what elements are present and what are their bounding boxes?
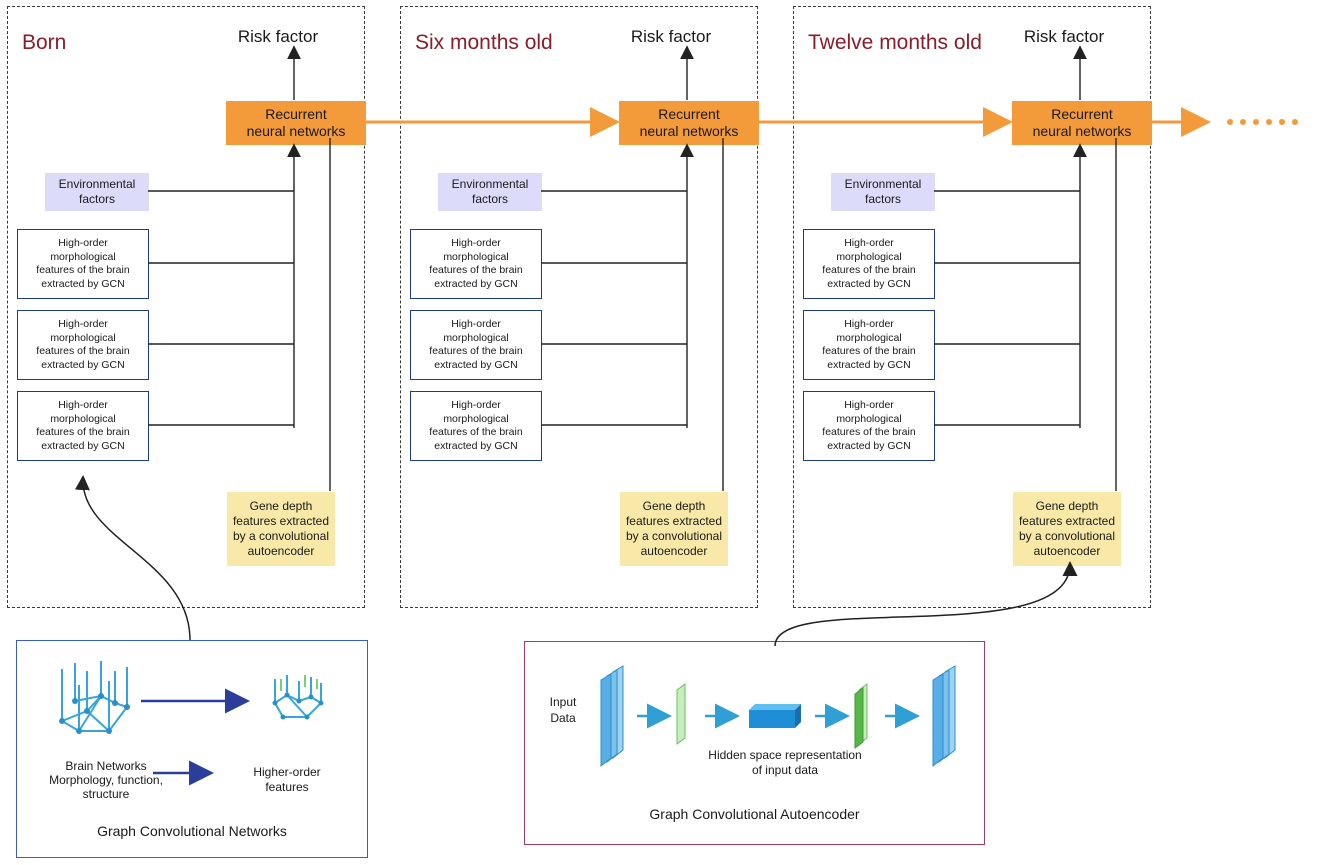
panel-wires <box>148 45 1117 491</box>
hidden-representation-block <box>749 704 801 728</box>
rnn-box: Recurrent neural networks <box>619 101 759 145</box>
gene-features-box: Gene depth features extracted by a convo… <box>620 492 728 566</box>
feature-box-1: High-order morphological features of the… <box>410 229 542 299</box>
input-layer-stack <box>600 665 624 768</box>
risk-factor-label: Risk factor <box>1023 27 1105 46</box>
gca-to-gene-curve <box>774 561 1078 647</box>
brain-networks-label: Brain Networks Morphology, function, str… <box>49 759 163 801</box>
decoder-layer <box>854 683 868 749</box>
feature-box-3: High-order morphological features of the… <box>17 391 149 461</box>
gcn-graphics <box>59 661 324 786</box>
output-layer-stack <box>932 665 956 768</box>
feature-box-1: High-order morphological features of the… <box>803 229 935 299</box>
encoder-layer <box>676 683 686 745</box>
environmental-factors-box: Environmental factors <box>438 173 542 211</box>
gcn-box: Brain Networks Morphology, function, str… <box>16 640 368 858</box>
gene-features-box: Gene depth features extracted by a convo… <box>227 492 335 566</box>
environmental-factors-box: Environmental factors <box>45 173 149 211</box>
gca-title: Graph Convolutional Autoencoder <box>649 806 860 822</box>
panel-twelve-months: Twelve months old Risk factor Recurrent … <box>793 6 1152 608</box>
feature-box-2: High-order morphological features of the… <box>410 310 542 380</box>
panel-six-months: Six months old Risk factor Recurrent neu… <box>400 6 759 608</box>
risk-factor-label: Risk factor <box>630 27 712 46</box>
rnn-box: Recurrent neural networks <box>226 101 366 145</box>
gcn-to-feature-curve <box>74 475 191 641</box>
continuation-dots <box>1227 119 1298 125</box>
input-data-label: Input Data <box>549 695 577 725</box>
feature-box-2: High-order morphological features of the… <box>17 310 149 380</box>
feature-box-3: High-order morphological features of the… <box>803 391 935 461</box>
gene-features-box: Gene depth features extracted by a convo… <box>1013 492 1121 566</box>
rnn-box: Recurrent neural networks <box>1012 101 1152 145</box>
hidden-space-label: Hidden space representation of input dat… <box>708 748 862 777</box>
brain-network-icon <box>61 661 129 732</box>
feature-box-3: High-order morphological features of the… <box>410 391 542 461</box>
panel-born: Born Risk factor Recurrent neural networ… <box>7 6 366 608</box>
brain-network-nodes <box>59 693 130 734</box>
age-title: Born <box>22 31 67 54</box>
gcn-title: Graph Convolutional Networks <box>97 823 287 839</box>
gca-graphics <box>600 665 956 768</box>
higher-order-features-label: Higher-order features <box>253 765 321 794</box>
feature-box-2: High-order morphological features of the… <box>803 310 935 380</box>
risk-factor-label: Risk factor <box>237 27 319 46</box>
environmental-factors-box: Environmental factors <box>831 173 935 211</box>
gca-box: Input Data Hidden space representation o… <box>524 641 985 845</box>
age-title: Twelve months old <box>808 31 982 54</box>
age-title: Six months old <box>415 31 553 54</box>
feature-box-1: High-order morphological features of the… <box>17 229 149 299</box>
